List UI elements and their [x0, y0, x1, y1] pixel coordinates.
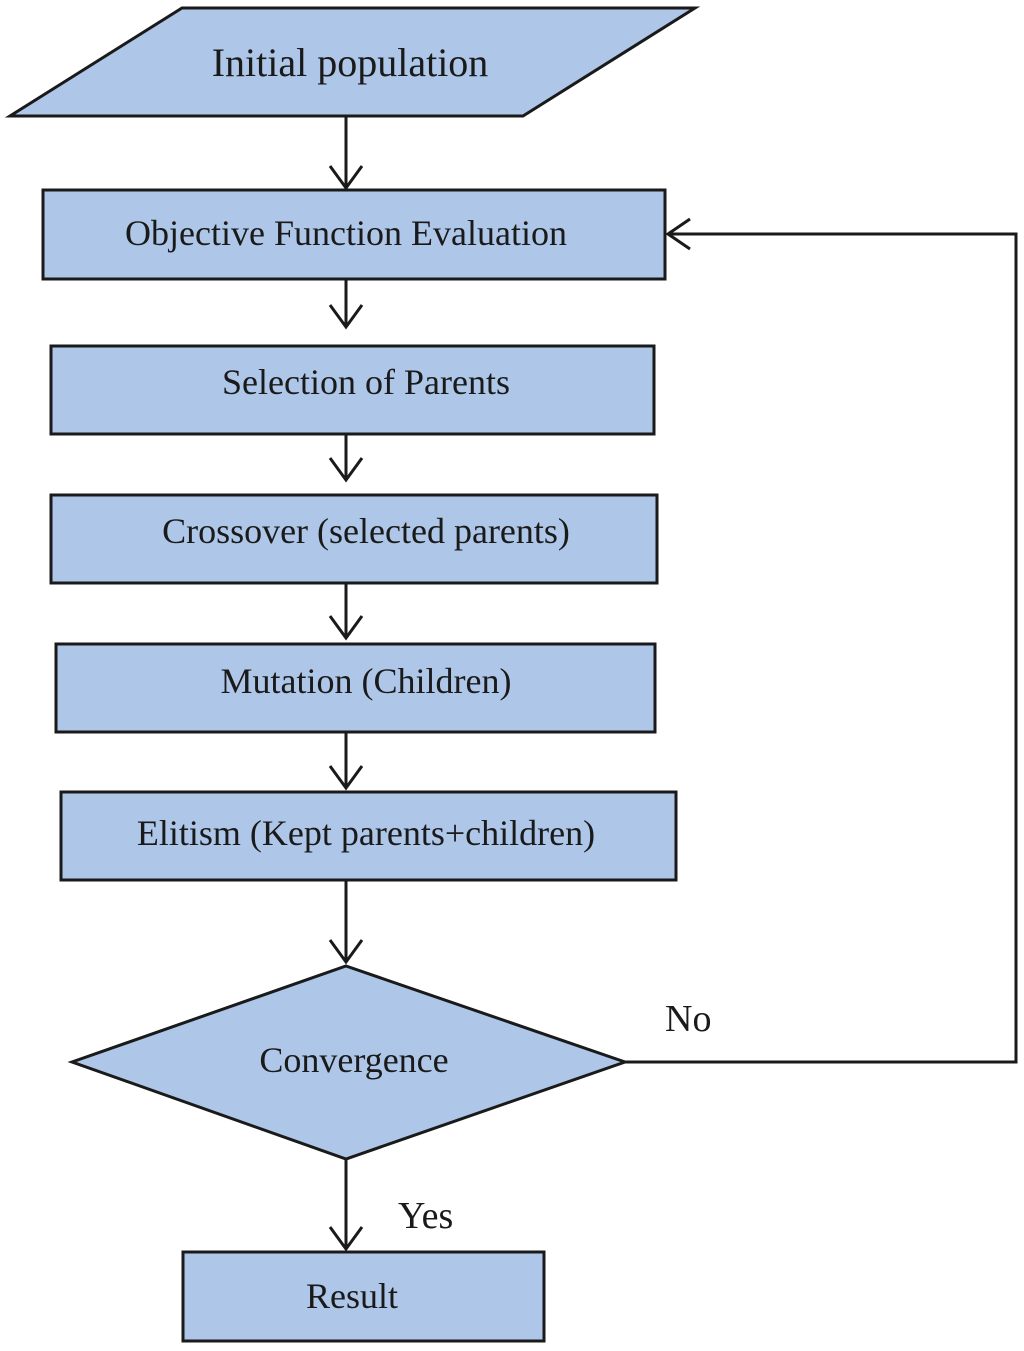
elitism-node: Elitism (Kept parents+children) [59, 790, 678, 882]
no-label: No [665, 998, 711, 1040]
initial-population-label: Initial population [212, 40, 489, 85]
arrow-no-loop [625, 217, 1018, 1064]
objective-function-node: Objective Function Evaluation [41, 188, 667, 281]
result-label: Result [306, 1276, 398, 1316]
arrow-initial-to-objective [328, 116, 364, 191]
arrow-elitism-to-convergence [328, 880, 364, 965]
objective-function-label: Objective Function Evaluation [125, 213, 567, 253]
crossover-shape [49, 493, 659, 585]
initial-population-shape [4, 6, 701, 118]
arrow-crossover-to-mutation [328, 583, 364, 641]
arrow-selection-to-crossover [328, 434, 364, 483]
arrow-mutation-to-elitism [328, 732, 364, 791]
selection-label: Selection of Parents [222, 362, 510, 402]
objective-function-shape [41, 188, 667, 281]
mutation-shape [54, 642, 657, 734]
elitism-shape [59, 790, 678, 882]
arrow-objective-to-selection [328, 279, 364, 330]
elitism-label: Elitism (Kept parents+children) [137, 813, 595, 853]
selection-shape [49, 344, 656, 436]
convergence-label: Convergence [259, 1040, 448, 1080]
mutation-node: Mutation (Children) [54, 642, 657, 734]
mutation-label: Mutation (Children) [221, 661, 512, 701]
convergence-node: Convergence [67, 964, 630, 1161]
crossover-label: Crossover (selected parents) [162, 511, 570, 551]
selection-node: Selection of Parents [49, 344, 656, 436]
result-node: Result [181, 1250, 546, 1343]
yes-label: Yes [398, 1195, 453, 1237]
initial-population-node: Initial population [4, 6, 701, 118]
arrow-yes [328, 1159, 364, 1252]
crossover-node: Crossover (selected parents) [49, 493, 659, 585]
result-shape [181, 1250, 546, 1343]
